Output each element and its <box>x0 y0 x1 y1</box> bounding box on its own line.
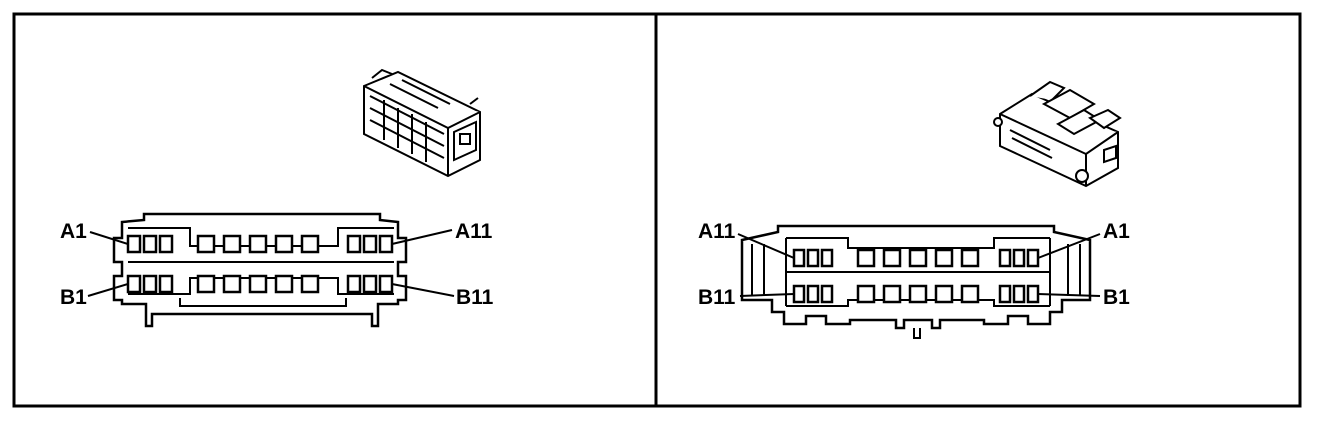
left-panel: A1 A11 B1 B11 <box>60 68 494 328</box>
pin-label-left-b1: B1 <box>60 286 87 309</box>
leader-line <box>391 283 455 297</box>
leader-line <box>87 283 129 297</box>
leader-line <box>1037 233 1101 259</box>
pin-label-right-b1: B1 <box>1103 286 1130 309</box>
leader-line <box>737 233 795 259</box>
pin-label-right-b11: B11 <box>698 286 736 309</box>
pin-label-left-b11: B11 <box>456 286 494 309</box>
pin-label-left-a11: A11 <box>455 220 493 243</box>
right-connector-3d-view <box>993 80 1122 188</box>
pin-label-right-a1: A1 <box>1103 220 1130 243</box>
leader-line <box>89 231 129 245</box>
left-face-cavities <box>126 234 394 294</box>
leader-line <box>391 229 453 245</box>
right-face-cavities <box>792 248 1040 304</box>
right-panel: A11 A1 B11 B1 <box>698 80 1130 339</box>
left-connector-3d-view <box>363 68 481 178</box>
left-connector-face-view <box>112 212 408 328</box>
pin-label-right-a11: A11 <box>698 220 736 243</box>
leader-line <box>1037 293 1101 297</box>
leader-line <box>739 293 795 297</box>
pin-label-left-a1: A1 <box>60 220 87 243</box>
right-connector-face-view <box>740 224 1092 339</box>
